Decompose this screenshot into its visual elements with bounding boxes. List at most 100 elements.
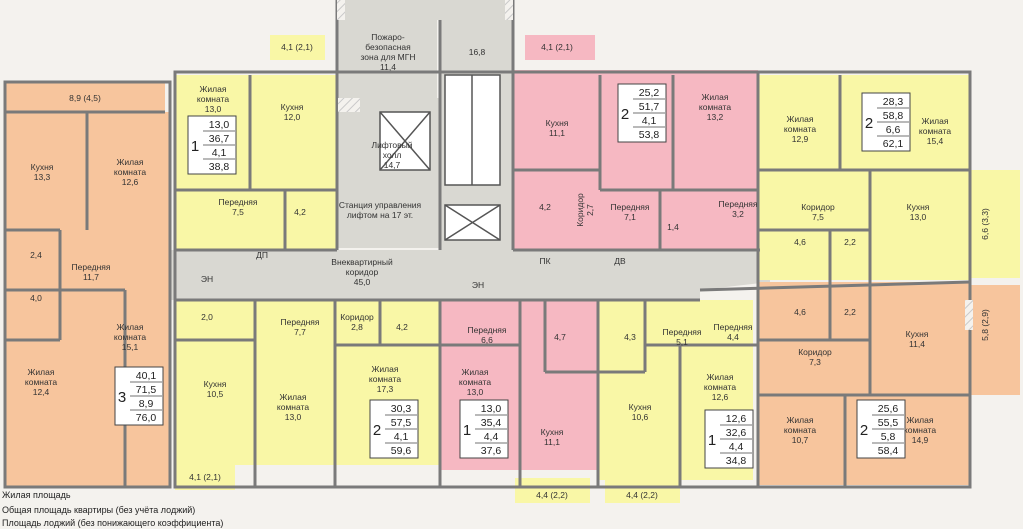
room-label-p2-bath: 4,2 [539, 202, 551, 212]
apartment-area-value: 4,1 [642, 115, 657, 127]
apartment-room-count: 1 [191, 138, 199, 155]
room-label-line: 14,7 [384, 160, 401, 170]
room-label-line: 4,4 [727, 332, 739, 342]
apartment-box-b: 230,357,54,159,6 [369, 399, 419, 459]
room-label-line: 13,2 [707, 112, 724, 122]
room-label-line: Внеквартирный [331, 257, 393, 267]
apartment-area-value: 13,0 [209, 119, 230, 131]
room-label-line: 4,7 [554, 332, 566, 342]
room-label-y2-wc: 2,2 [844, 237, 856, 247]
room-label-line: 6,6 [481, 335, 493, 345]
o2-loggia-fill [965, 285, 1020, 395]
y2-loggia-fill [970, 170, 1020, 278]
apartment-boxes: 113,036,74,138,8340,171,58,976,0230,357,… [114, 83, 911, 469]
room-label-line: 4,3 [624, 332, 636, 342]
room-label-line: комната [704, 382, 736, 392]
room-label-line: Жилая [28, 367, 55, 377]
room-label-line: комната [784, 425, 816, 435]
room-label-line: ДП [256, 250, 268, 260]
room-label-line: Передняя [468, 325, 507, 335]
apartment-box-p1: 113,035,44,437,6 [459, 399, 509, 459]
room-label-line: 45,0 [354, 277, 371, 287]
room-label-line: Кухня [31, 162, 54, 172]
room-label-en2: ЭН [472, 280, 484, 290]
apartment-box-y2: 228,358,86,662,1 [861, 92, 911, 152]
room-label-line: Коридор [801, 202, 835, 212]
room-label-line: 17,3 [377, 384, 394, 394]
room-label-line: 4,6 [794, 237, 806, 247]
room-label-line: 8,9 (4,5) [69, 93, 101, 103]
room-label-line: Передняя [663, 327, 702, 337]
room-label-line: Жилая [707, 372, 734, 382]
room-label-line: 6,6 (3,3) [980, 208, 990, 240]
room-label-line: 7,5 [232, 207, 244, 217]
room-label-line: Кухня [907, 202, 930, 212]
room-label-line: 2,4 [30, 250, 42, 260]
apartment-area-value: 4,1 [212, 147, 227, 159]
room-label-line: 11,4 [909, 339, 925, 349]
room-label-line: комната [904, 425, 936, 435]
apartment-room-count: 1 [708, 432, 716, 449]
legend-line-3: Площадь лоджий (без понижающего коэффици… [2, 518, 224, 528]
room-label-line: Передняя [72, 262, 111, 272]
room-label-line: 12,6 [122, 177, 139, 187]
room-label-dv: ДВ [614, 256, 626, 266]
apartment-box-y1: 112,632,64,434,8 [704, 409, 754, 469]
room-label-o2-loggia: 5,8 (2,9) [980, 309, 990, 341]
room-label-line: 4,1 (2,1) [541, 42, 573, 52]
room-label-line: 12,6 [712, 392, 729, 402]
apartment-area-value: 5,8 [881, 431, 896, 443]
apartment-area-value: 40,1 [136, 370, 157, 382]
room-label-line: 13,0 [467, 387, 484, 397]
apartment-area-value: 58,4 [878, 445, 899, 457]
room-label-line: Кухня [546, 118, 569, 128]
room-label-line: 4,0 [30, 293, 42, 303]
apartment-area-value: 37,6 [481, 445, 502, 457]
hatched-columns [337, 0, 973, 330]
room-label-line: Жилая [280, 392, 307, 402]
room-label-line: 16,8 [469, 47, 486, 57]
room-label-line: Станция управления [339, 200, 422, 210]
room-label-line: 11,7 [83, 272, 99, 282]
elevator-icons [379, 74, 501, 241]
room-label-line: 4,1 (2,1) [189, 472, 221, 482]
room-label-line: Кухня [906, 329, 929, 339]
room-label-line: 4,2 [294, 207, 306, 217]
room-label-line: холл [383, 150, 402, 160]
room-label-line: 12,9 [792, 134, 809, 144]
room-label-line: комната [25, 377, 57, 387]
room-label-line: Передняя [714, 322, 753, 332]
room-label-line: Пожаро- [371, 32, 405, 42]
walls [3, 0, 972, 489]
apartment-area-value: 28,3 [883, 96, 904, 108]
room-label-line: комната [459, 377, 491, 387]
room-label-line: 2,7 [585, 204, 595, 216]
room-label-line: 2,2 [844, 237, 856, 247]
room-label-line: Жилая [462, 367, 489, 377]
room-label-line: 12,4 [33, 387, 50, 397]
room-label-line: 12,0 [284, 112, 301, 122]
room-label-line: комната [369, 374, 401, 384]
room-label-line: ЭН [201, 274, 213, 284]
room-label-line: 13,3 [34, 172, 51, 182]
room-label-p2-wc: 1,4 [667, 222, 679, 232]
room-label-line: Кухня [541, 427, 564, 437]
room-label-p2-corr: Коридор2,7 [575, 193, 595, 227]
